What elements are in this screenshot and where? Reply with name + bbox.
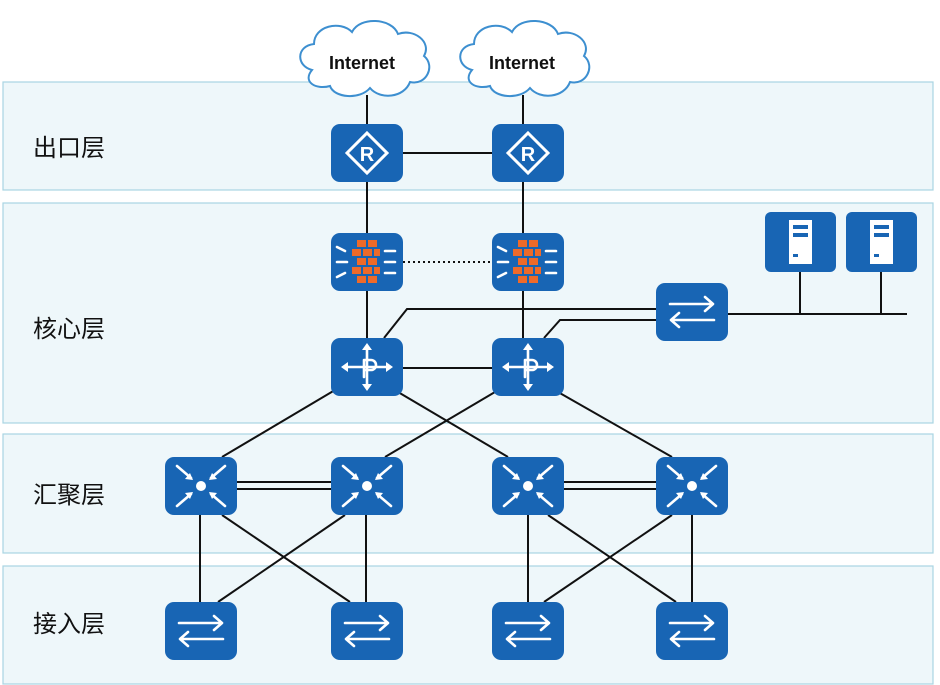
server-1 (765, 212, 836, 272)
firewall-2 (492, 233, 564, 291)
links (199, 95, 907, 603)
link-core1-agg1 (221, 389, 336, 458)
band-access (2, 565, 934, 685)
access-switch-2 (331, 602, 403, 660)
agg-switch-2 (331, 457, 403, 515)
svg-text:R: R (521, 144, 536, 166)
agg-switch-4 (656, 457, 728, 515)
l3-switch-icon (341, 343, 393, 391)
svg-text:R: R (360, 144, 375, 166)
switch-icon (504, 614, 552, 648)
access-switch-4 (656, 602, 728, 660)
band-egress (2, 81, 934, 191)
link-agg3-access4 (547, 514, 677, 603)
internet-cloud-1: Internet (299, 19, 431, 97)
access-switch-3 (492, 602, 564, 660)
server-2 (846, 212, 917, 272)
aggregation-switch-icon (341, 464, 393, 508)
link-core2-agg2 (384, 391, 496, 458)
agg-switch-1 (165, 457, 237, 515)
layer-label-aggregation: 汇聚层 (33, 481, 105, 509)
link-agg1-access2 (221, 514, 351, 603)
layer-label-egress: 出口层 (33, 134, 105, 162)
cloud-label: Internet (489, 53, 555, 73)
firewall-icon (496, 240, 558, 283)
router-1: R (331, 124, 403, 182)
aggregation-switch-icon (175, 464, 227, 508)
link-agg4-access3 (543, 514, 673, 603)
firewall-icon (335, 240, 397, 283)
agg-switch-3 (492, 457, 564, 515)
access-switch-1 (165, 602, 237, 660)
internet-cloud-2: Internet (459, 19, 591, 97)
switch-icon (668, 614, 716, 648)
layer-bands (2, 81, 934, 685)
layer-label-core: 核心层 (33, 315, 105, 343)
link-core1-server-switch (383, 308, 658, 339)
link-core2-agg4 (557, 391, 673, 458)
router-2: R (492, 124, 564, 182)
firewall-1 (331, 233, 403, 291)
core-switch-2 (492, 338, 564, 396)
aggregation-switch-icon (666, 464, 718, 508)
layer-labels: 出口层 核心层 汇聚层 接入层 (33, 134, 105, 638)
router-icon: R (505, 130, 551, 176)
router-icon: R (344, 130, 390, 176)
link-core1-agg3 (397, 391, 509, 458)
server-icon (789, 220, 812, 264)
switch-icon (668, 295, 716, 329)
link-core2-server-switch (543, 319, 658, 339)
link-agg2-access1 (217, 514, 346, 603)
layer-label-access: 接入层 (33, 610, 105, 638)
l3-switch-icon (502, 343, 554, 391)
band-aggregation (2, 433, 934, 554)
server-icon (870, 220, 893, 264)
server-switch (656, 283, 728, 341)
switch-icon (177, 614, 225, 648)
switch-icon (343, 614, 391, 648)
cloud-label: Internet (329, 53, 395, 73)
aggregation-switch-icon (502, 464, 554, 508)
core-switch-1 (331, 338, 403, 396)
